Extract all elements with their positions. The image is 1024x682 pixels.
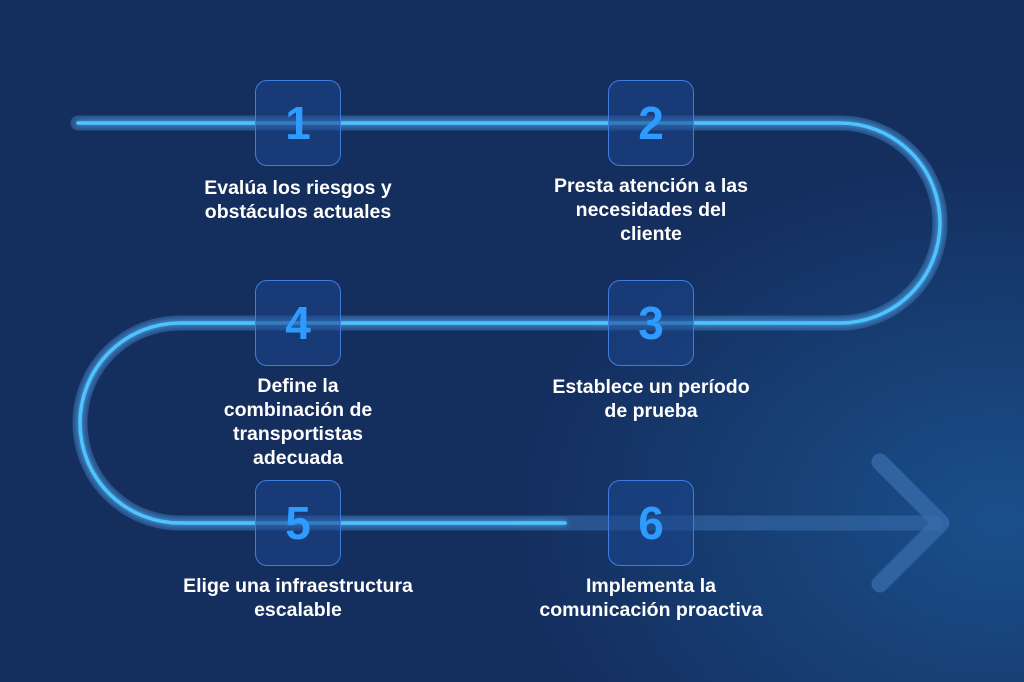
step-2-label: Presta atención a las necesidades del cl… [553, 175, 748, 245]
step-1-number: 1 [285, 97, 311, 149]
step-6-number: 6 [638, 497, 664, 549]
step-3-number: 3 [638, 297, 664, 349]
step-6-label: Implementa la comunicación proactiva [539, 575, 763, 621]
step-4-number: 4 [285, 297, 311, 349]
glow-path [76, 121, 942, 525]
step-3-box: 3 [608, 280, 694, 366]
step-4-box: 4 [255, 280, 341, 366]
step-4-label: Define la combinación de transportistas … [223, 375, 373, 469]
step-2-number: 2 [638, 97, 664, 149]
step-5-box: 5 [255, 480, 341, 566]
step-5-number: 5 [285, 497, 311, 549]
step-2-box: 2 [608, 80, 694, 166]
step-3-label: Establece un período de prueba [552, 376, 750, 422]
step-1-box: 1 [255, 80, 341, 166]
step-1-label: Evalúa los riesgos y obstáculos actuales [204, 177, 392, 223]
step-6-box: 6 [608, 480, 694, 566]
step-5-label: Elige una infraestructura escalable [183, 575, 413, 621]
arrow-head [871, 453, 950, 593]
